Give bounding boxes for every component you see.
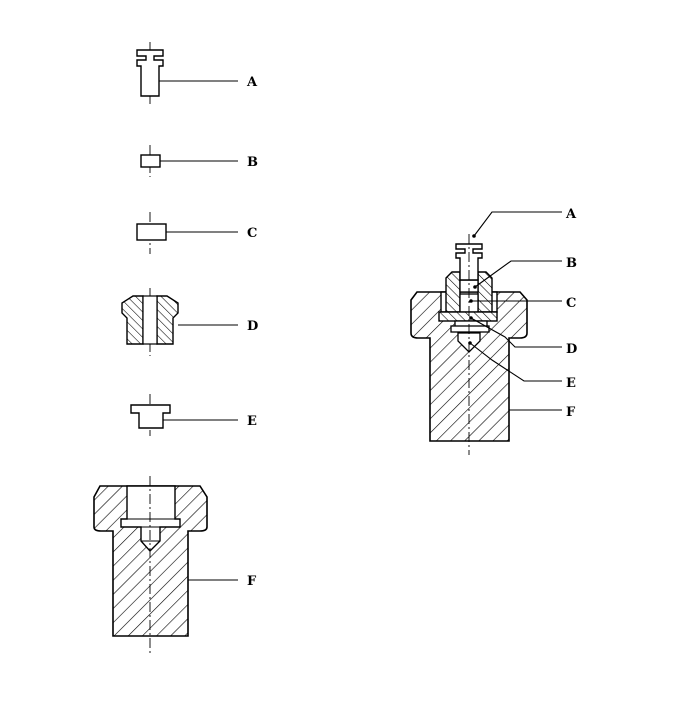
label-b-right: B — [566, 256, 577, 271]
label-e-right: E — [566, 376, 576, 391]
label-f-right: F — [566, 405, 576, 420]
label-f-left: F — [247, 574, 257, 589]
part-b-exploded: B — [140, 145, 258, 177]
part-d-exploded: D — [121, 288, 258, 356]
label-d-left: D — [247, 319, 258, 334]
label-a-right: A — [565, 207, 577, 222]
assembly-view: A B C D E F — [410, 207, 577, 455]
label-d-right: D — [566, 342, 577, 357]
label-b-left: B — [247, 155, 258, 170]
label-c-left: C — [247, 226, 257, 241]
label-e-left: E — [247, 414, 257, 429]
part-c-exploded: C — [136, 212, 257, 254]
part-e-exploded: E — [130, 394, 257, 436]
part-a-exploded: A — [136, 42, 258, 104]
part-f-exploded: F — [93, 476, 257, 654]
label-c-right: C — [566, 296, 576, 311]
label-a-left: A — [246, 75, 258, 90]
